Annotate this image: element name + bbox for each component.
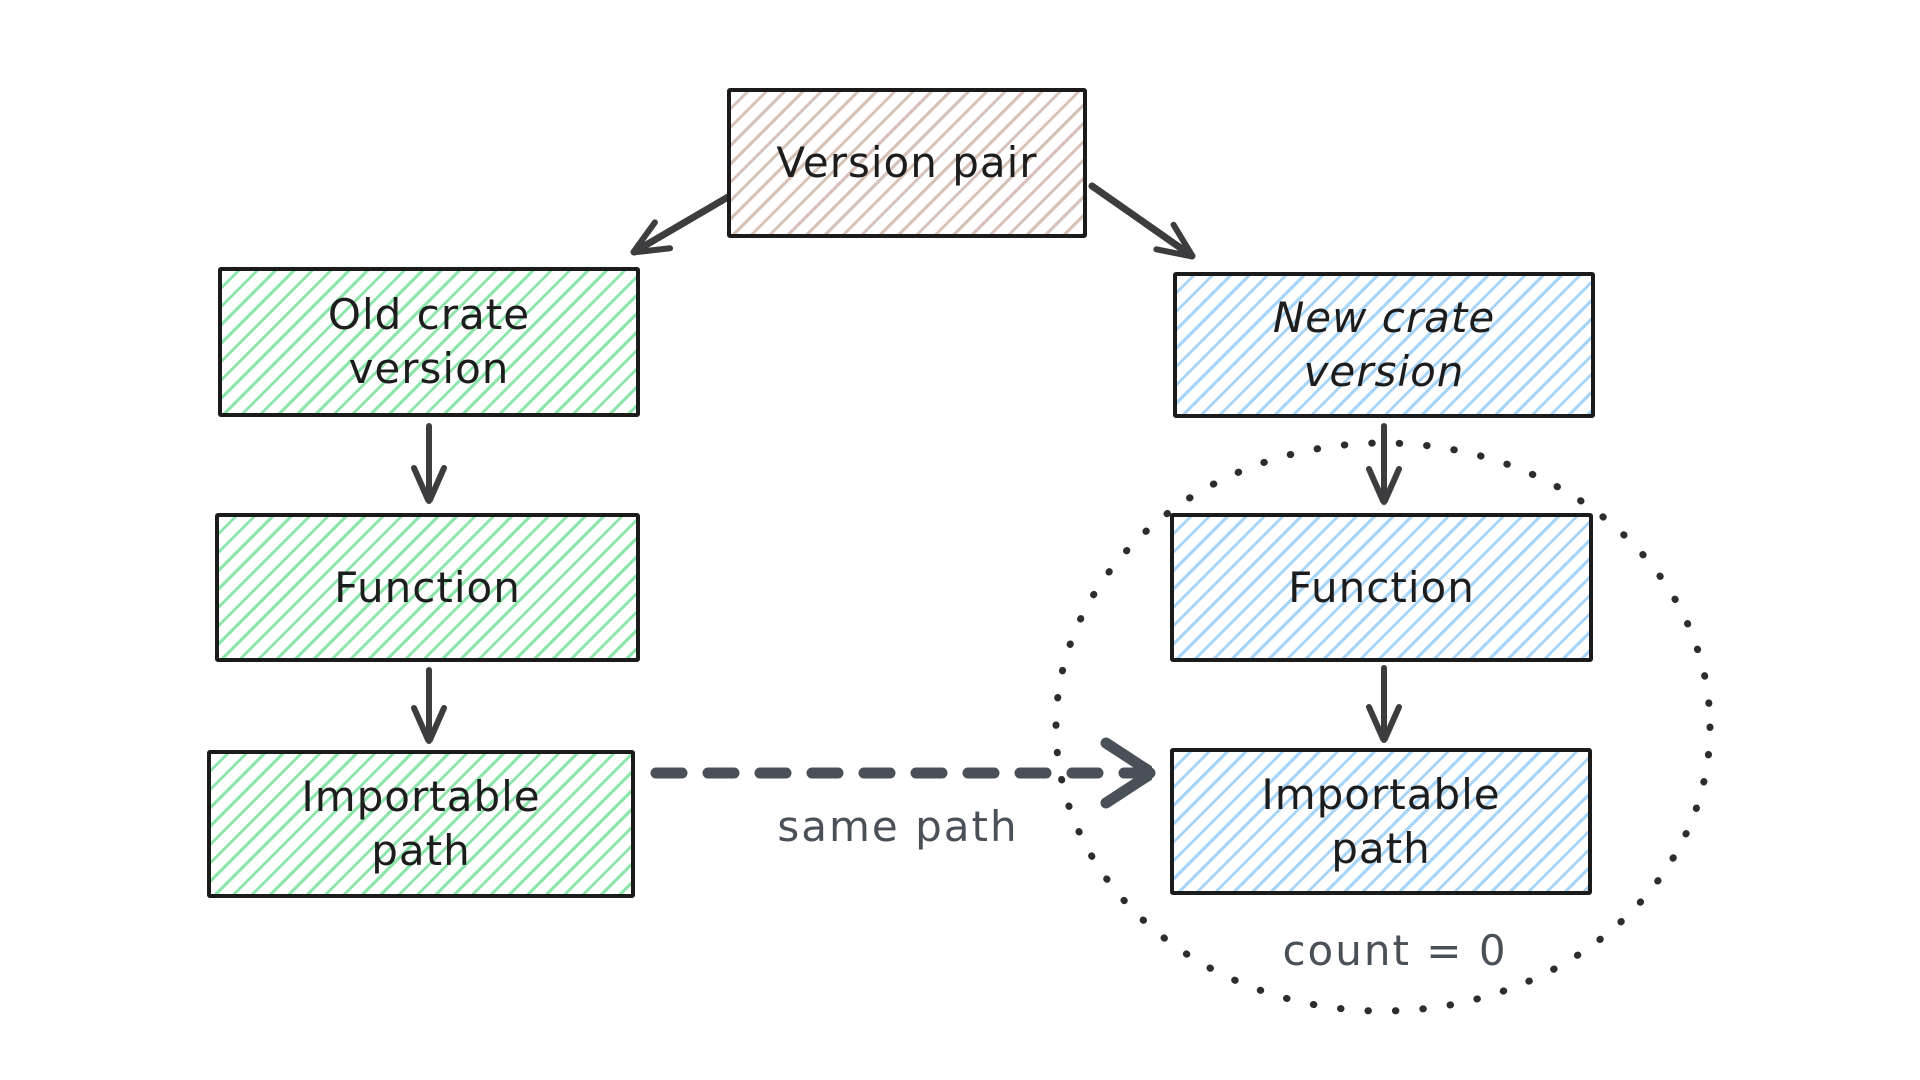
count-zero-group-ellipse (1052, 439, 1714, 1015)
node-version-pair: Version pair (727, 88, 1087, 238)
node-old-function: Function (215, 513, 640, 662)
node-old-function-label: Function (334, 562, 521, 612)
node-new-function: Function (1170, 513, 1593, 662)
node-new-function-label: Function (1288, 562, 1475, 612)
node-new-importable-path-label: Importable path (1261, 769, 1501, 873)
node-old-crate-version-label: Old crate version (327, 290, 531, 393)
node-version-pair-label: Version pair (776, 138, 1038, 188)
node-new-importable-path: Importable path (1170, 748, 1592, 895)
edge-version-pair-to-new (1088, 182, 1192, 256)
node-new-crate-version: New crate version (1173, 272, 1595, 418)
same-path-label: same path (777, 802, 1019, 851)
node-new-crate-version-label: New crate version (1272, 293, 1496, 396)
edge-version-pair-to-old (634, 186, 744, 252)
node-old-crate-version: Old crate version (218, 267, 640, 417)
count-zero-label: count = 0 (1282, 926, 1508, 975)
node-old-importable-path-label: Importable path (301, 772, 541, 875)
node-old-importable-path: Importable path (207, 750, 635, 898)
